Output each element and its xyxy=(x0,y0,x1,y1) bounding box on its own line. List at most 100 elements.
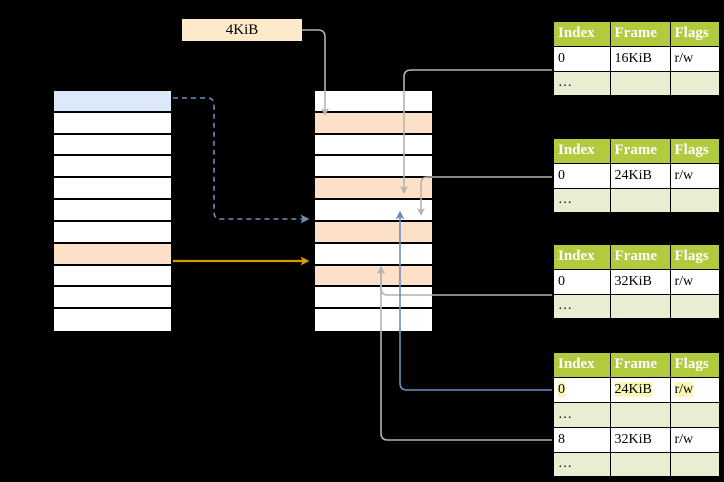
table-cell: 24KiB xyxy=(609,376,671,403)
size-label-text: 4KiB xyxy=(225,21,259,38)
table-cell: 24KiB xyxy=(609,162,671,189)
cell-value: 8 xyxy=(558,431,565,447)
cell-value: 16KiB xyxy=(614,50,652,66)
cell-value: … xyxy=(558,406,572,422)
table-cell xyxy=(609,293,671,320)
table-row[interactable]: … xyxy=(552,451,721,478)
table-cell: r/w xyxy=(669,162,721,189)
cell-value: r/w xyxy=(674,167,694,183)
memory-row[interactable] xyxy=(315,221,432,244)
table-cell xyxy=(609,70,671,97)
table-row[interactable]: 8 32KiB r/w xyxy=(552,426,721,453)
table-cell xyxy=(669,401,721,428)
table-cell xyxy=(669,70,721,97)
table-cell: 0 xyxy=(552,376,611,403)
memory-row[interactable] xyxy=(54,309,171,331)
table-cell xyxy=(669,293,721,320)
column-header-index: Index xyxy=(552,20,611,47)
cell-value: 24KiB xyxy=(614,167,652,183)
cell-value: … xyxy=(558,298,572,314)
memory-row[interactable] xyxy=(54,156,171,179)
table-cell xyxy=(669,187,721,214)
cell-value: … xyxy=(558,456,572,472)
table-cell: 0 xyxy=(552,45,611,72)
table-cell: 0 xyxy=(552,162,611,189)
memory-row[interactable] xyxy=(54,265,171,288)
cell-value: r/w xyxy=(674,381,694,397)
memory-row[interactable] xyxy=(315,178,432,201)
column-header-index: Index xyxy=(552,351,611,378)
memory-row[interactable] xyxy=(54,221,171,244)
table-cell xyxy=(609,401,671,428)
physical-memory-column xyxy=(313,89,434,331)
table-row[interactable]: 0 24KiB r/w xyxy=(552,162,721,189)
virtual-memory-column xyxy=(52,89,173,331)
cell-value: r/w xyxy=(674,50,694,66)
table-cell: 32KiB xyxy=(609,426,671,453)
table-cell: 0 xyxy=(552,268,611,295)
table-cell: r/w xyxy=(669,426,721,453)
table-cell: … xyxy=(552,187,611,214)
cell-value: 32KiB xyxy=(614,431,652,447)
table-cell: r/w xyxy=(669,376,721,403)
table-cell: 8 xyxy=(552,426,611,453)
size-label-4kib: 4KiB xyxy=(182,19,302,41)
cell-value: 0 xyxy=(558,167,565,183)
table-cell: 32KiB xyxy=(609,268,671,295)
memory-row[interactable] xyxy=(54,112,171,135)
cell-value: … xyxy=(558,192,572,208)
column-header-frame: Frame xyxy=(609,351,671,378)
table-row[interactable]: … xyxy=(552,401,721,428)
memory-row[interactable] xyxy=(54,243,171,266)
memory-row[interactable] xyxy=(54,134,171,157)
column-header-frame: Frame xyxy=(609,20,671,47)
table-row[interactable]: … xyxy=(552,293,721,320)
memory-row[interactable] xyxy=(54,287,171,310)
memory-row[interactable] xyxy=(54,200,171,222)
wire-virt-to-phys-dashed xyxy=(173,97,310,224)
table-row[interactable]: … xyxy=(552,70,721,97)
column-header-flags: Flags xyxy=(669,20,721,47)
table-row[interactable]: 0 24KiB r/w xyxy=(552,376,721,403)
memory-row[interactable] xyxy=(54,178,171,201)
table-cell: … xyxy=(552,293,611,320)
memory-row[interactable] xyxy=(315,287,432,310)
column-header-flags: Flags xyxy=(669,351,721,378)
cell-value: r/w xyxy=(674,273,694,289)
memory-row[interactable] xyxy=(315,91,432,113)
cell-value: 0 xyxy=(558,381,565,397)
column-header-flags: Flags xyxy=(669,137,721,164)
memory-row[interactable] xyxy=(315,112,432,135)
table-cell xyxy=(609,187,671,214)
cell-value: 24KiB xyxy=(614,381,652,397)
column-header-frame: Frame xyxy=(609,243,671,270)
memory-row[interactable] xyxy=(315,243,432,266)
table-cell: … xyxy=(552,451,611,478)
table-cell: r/w xyxy=(669,268,721,295)
memory-row[interactable] xyxy=(315,309,432,331)
memory-row[interactable] xyxy=(54,91,171,113)
memory-row[interactable] xyxy=(315,200,432,222)
table-cell xyxy=(609,451,671,478)
table-cell: 16KiB xyxy=(609,45,671,72)
memory-row[interactable] xyxy=(315,156,432,179)
column-header-index: Index xyxy=(552,137,611,164)
column-header-index: Index xyxy=(552,243,611,270)
table-cell: … xyxy=(552,401,611,428)
memory-row[interactable] xyxy=(315,265,432,288)
cell-value: 32KiB xyxy=(614,273,652,289)
cell-value: … xyxy=(558,75,572,91)
memory-row[interactable] xyxy=(315,134,432,157)
table-row[interactable]: … xyxy=(552,187,721,214)
